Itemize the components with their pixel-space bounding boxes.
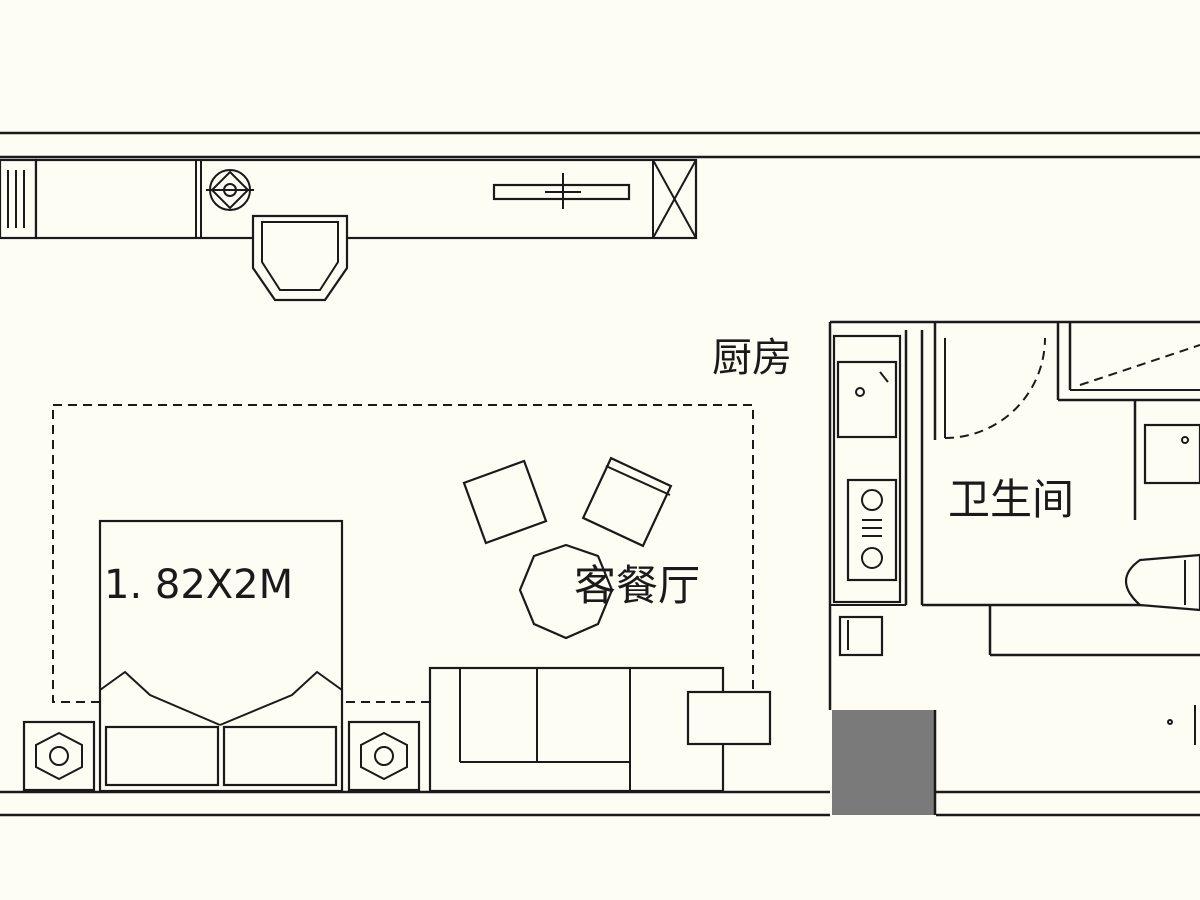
rug-outline [52, 404, 754, 703]
side-table [686, 690, 772, 746]
double-bed [98, 519, 344, 793]
washer-icon [1167, 705, 1196, 745]
desk-lamp-icon [206, 169, 254, 211]
entrance-door-opening [832, 710, 935, 815]
shower-area [1070, 344, 1200, 391]
bathroom-sink-icon [1143, 423, 1200, 485]
top-wall [0, 131, 1200, 159]
bed-size-label: 1. 82X2M [104, 562, 293, 608]
dining-chair-left [462, 459, 548, 545]
kitchen-sink-icon [836, 360, 898, 439]
bottom-wall [0, 790, 1200, 817]
bathroom-walls [920, 322, 1200, 657]
nightstand-left [22, 720, 96, 792]
round-dining-table [518, 543, 614, 640]
kitchen-label: 厨房 [712, 335, 792, 381]
kitchen-door [838, 615, 884, 657]
desk-chair [251, 214, 349, 302]
kitchen-walls [828, 320, 1200, 710]
sofa [428, 666, 725, 793]
living-dining-room-label: 客餐厅 [574, 561, 700, 610]
nightstand-right [347, 720, 421, 792]
stove-icon [846, 478, 898, 582]
bathroom-door-swing [944, 337, 1046, 439]
tv-unit [492, 173, 631, 209]
bathroom-label: 卫生间 [948, 475, 1074, 524]
toilet-icon [1124, 553, 1200, 612]
dining-chair-right [581, 456, 673, 548]
radiator [0, 158, 38, 240]
